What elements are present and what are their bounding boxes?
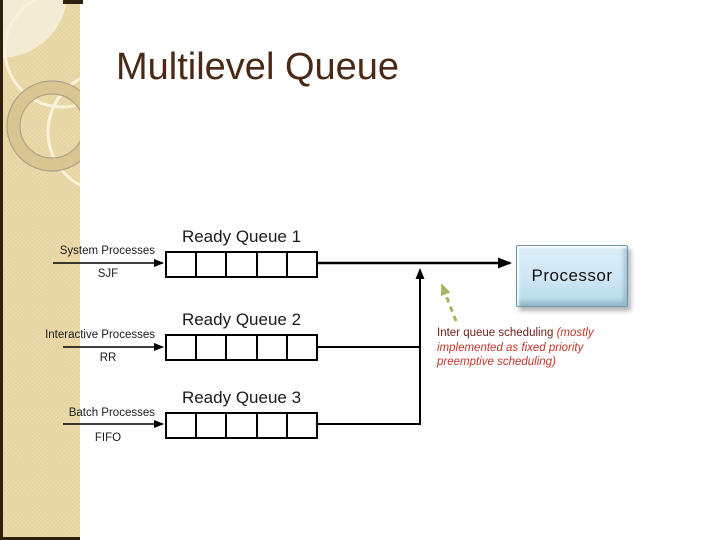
queue3-algorithm-label: FIFO bbox=[94, 432, 122, 444]
queue2-title: Ready Queue 2 bbox=[181, 310, 302, 329]
queue-cell bbox=[258, 253, 288, 276]
queue3-title: Ready Queue 3 bbox=[181, 388, 302, 407]
processor-box: Processor bbox=[516, 245, 628, 307]
queue-cell bbox=[197, 253, 228, 276]
queue-cell bbox=[227, 414, 258, 437]
thin-cream-ring-2 bbox=[46, 77, 80, 187]
queue-cell bbox=[227, 253, 258, 276]
queue2-box bbox=[165, 334, 318, 361]
queue-cell bbox=[258, 336, 288, 359]
large-tan-ring bbox=[6, 80, 80, 172]
processor-label: Processor bbox=[531, 266, 613, 285]
queue1-algorithm-label: SJF bbox=[97, 268, 119, 280]
queue3-box bbox=[165, 412, 318, 439]
queue3-source-label: Batch Processes bbox=[68, 407, 155, 419]
queue-cell bbox=[197, 336, 228, 359]
queue-cell bbox=[197, 414, 228, 437]
sidebar-edge-line bbox=[0, 0, 3, 540]
queue-cell bbox=[167, 414, 198, 437]
queue2-source-label: Interactive Processes bbox=[45, 329, 155, 341]
queue2-algorithm-label: RR bbox=[99, 352, 117, 364]
queue-cell bbox=[258, 414, 288, 437]
sidebar-bottom-line bbox=[0, 537, 80, 540]
queue1-title: Ready Queue 1 bbox=[181, 227, 302, 246]
sidebar-circles-graphic bbox=[0, 0, 80, 187]
thin-cream-ring bbox=[3, 0, 80, 109]
green-dashed-scheduling-arrow bbox=[440, 283, 458, 322]
queue1-box bbox=[165, 251, 318, 278]
page-title: Multilevel Queue bbox=[116, 46, 400, 88]
inter-queue-scheduling-note: Inter queue scheduling (mostly implement… bbox=[437, 326, 617, 370]
queue1-source-label: System Processes bbox=[59, 245, 155, 257]
sidebar-decoration bbox=[0, 0, 80, 540]
note-plain-text: Inter queue scheduling bbox=[437, 327, 557, 339]
queue-cell bbox=[227, 336, 258, 359]
queue-cell bbox=[167, 336, 198, 359]
note-italic-text: (mostly implemented as fixed priority pr… bbox=[437, 327, 594, 369]
queue-cell bbox=[167, 253, 198, 276]
top-edge-mark bbox=[63, 0, 83, 4]
